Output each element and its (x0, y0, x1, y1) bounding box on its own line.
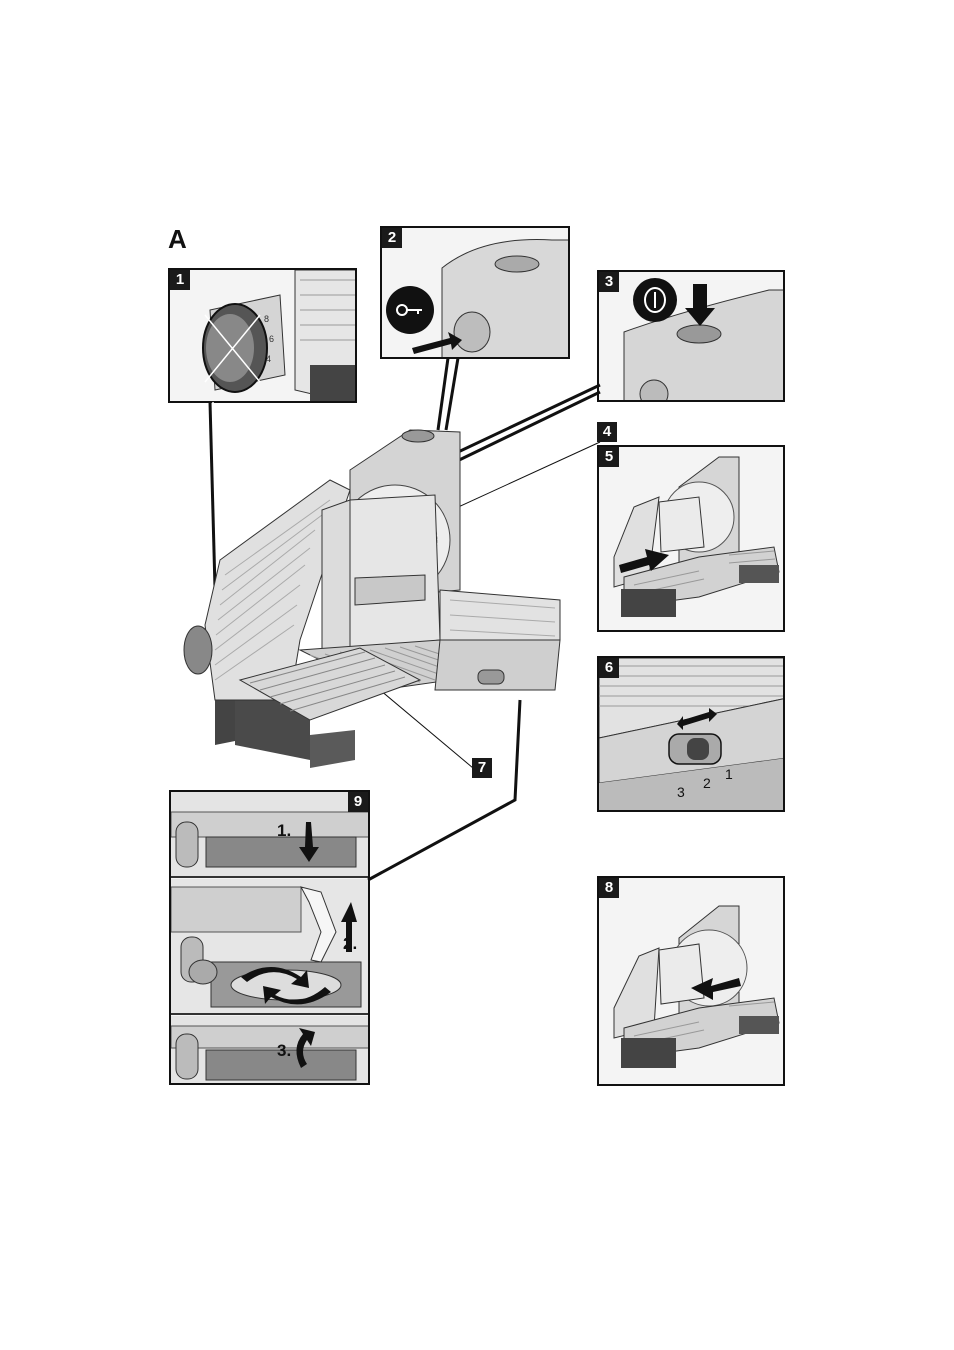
callout-4-badge: 4 (597, 422, 617, 442)
panel-number-badge: 3 (599, 272, 619, 292)
panel-number-badge: 1 (170, 270, 190, 290)
panel-number-badge: 2 (382, 228, 402, 248)
switch-callout-1: 1 (725, 766, 733, 782)
step-label-2: 2. (343, 934, 357, 954)
callout-7-badge: 7 (472, 758, 492, 778)
step-label-1: 1. (277, 821, 291, 841)
panel-number-badge: 6 (599, 658, 619, 678)
panel-number-badge: 9 (348, 792, 368, 812)
panel-number-badge: 5 (599, 447, 619, 467)
switch-callout-3: 3 (677, 784, 685, 800)
step-label-3: 3. (277, 1041, 291, 1061)
panel-number-badge: 8 (599, 878, 619, 898)
switch-callout-2: 2 (703, 775, 711, 791)
